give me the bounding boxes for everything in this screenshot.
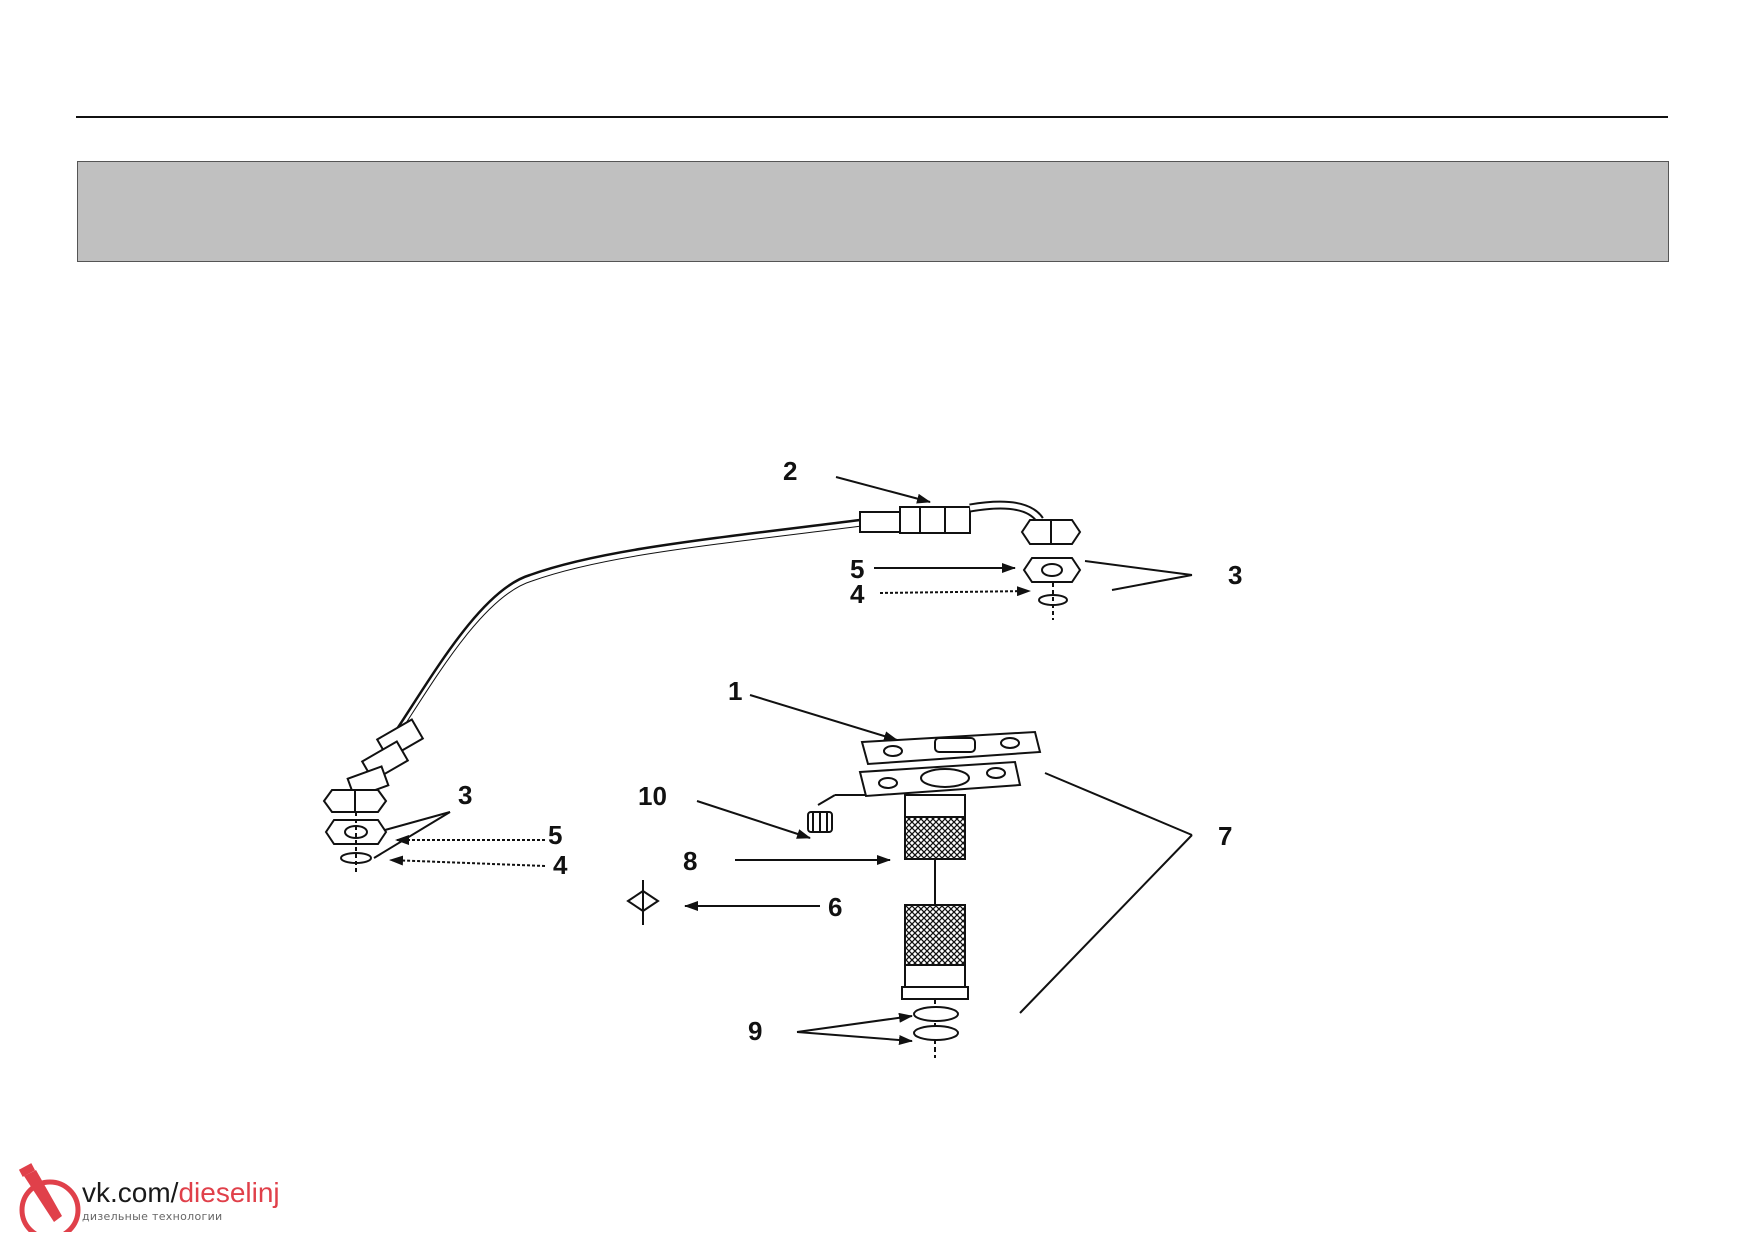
callout-10: 10 <box>638 781 667 811</box>
watermark-accent: dieselinj <box>178 1177 280 1208</box>
lower-fitting-stack <box>322 789 388 875</box>
callout-1: 1 <box>728 676 742 706</box>
callout-4-left: 4 <box>553 850 568 880</box>
sealing-rings <box>913 1006 959 1041</box>
callout-4-top: 4 <box>850 579 865 609</box>
watermark-link[interactable]: vk.com/dieselinj <box>82 1178 280 1208</box>
callout-5-top: 5 <box>850 554 864 584</box>
flange-gaskets <box>858 730 1042 798</box>
leader-lines <box>373 476 1193 1045</box>
oil-drain-hose <box>901 794 969 1058</box>
watermark-prefix: vk.com/ <box>82 1177 179 1208</box>
oil-supply-pipe <box>346 500 1044 799</box>
callout-5-left: 5 <box>548 820 562 850</box>
callout-7: 7 <box>1218 821 1232 851</box>
callout-3-top: 3 <box>1228 560 1242 590</box>
upper-fitting-stack <box>1020 519 1082 620</box>
clip-part <box>626 880 660 925</box>
injector-logo-icon <box>18 1163 81 1232</box>
top-rule <box>76 116 1668 118</box>
callout-9: 9 <box>748 1016 762 1046</box>
callout-8: 8 <box>683 846 697 876</box>
callout-2: 2 <box>783 456 797 486</box>
watermark-subtitle: дизельные технологии <box>82 1210 223 1223</box>
header-band <box>77 161 1669 262</box>
callout-3-left: 3 <box>458 780 472 810</box>
callout-6: 6 <box>828 892 842 922</box>
flange-bolt <box>807 794 865 833</box>
